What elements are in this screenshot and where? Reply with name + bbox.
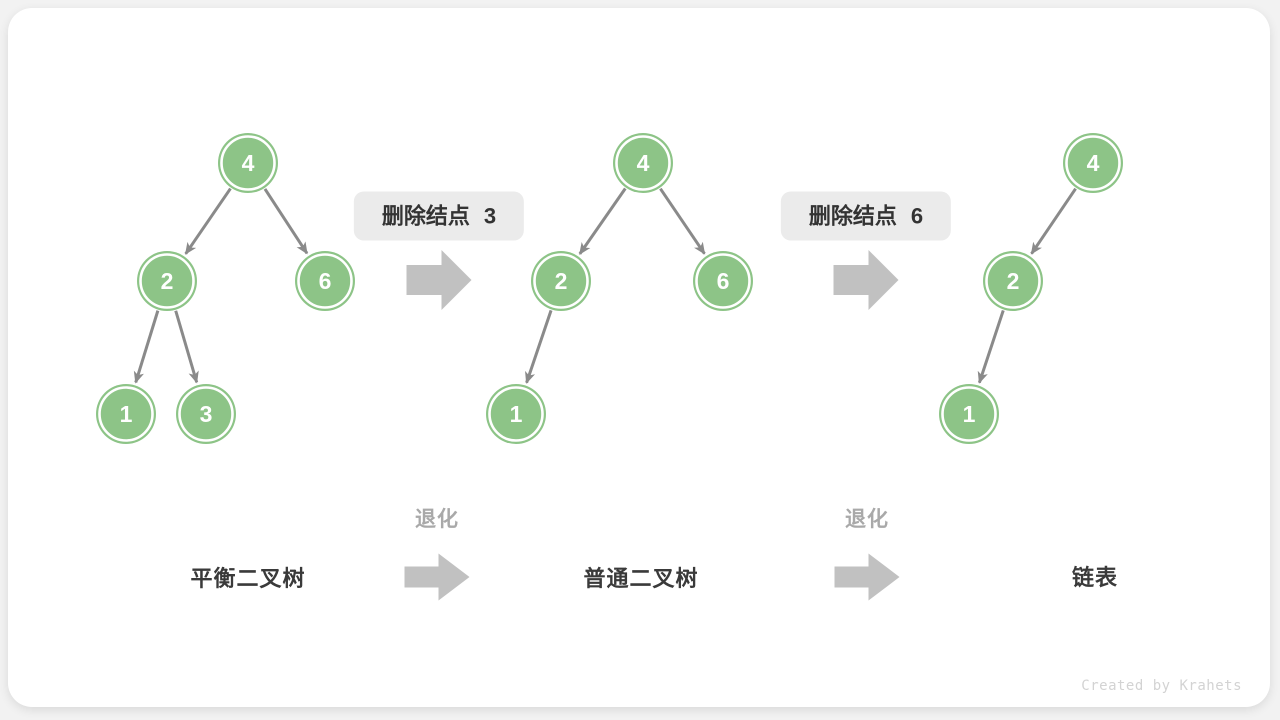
tree-edge-n4-n2 <box>184 187 232 255</box>
node-inner-ring <box>297 253 353 309</box>
tree-balanced-binary-tree: 4 2 6 1 3 <box>96 133 355 444</box>
tree-node-ordinary-binary-tree-2: 2 <box>531 251 591 311</box>
block-arrow-4 <box>834 553 900 601</box>
node-inner-ring <box>615 135 671 191</box>
node-inner-ring <box>98 386 154 442</box>
degrade-label-2: 退化 <box>845 508 889 531</box>
step-label-delete-node-6: 删除结点 6 <box>780 191 952 241</box>
block-arrow-3 <box>404 553 470 601</box>
node-inner-ring <box>488 386 544 442</box>
step-label-delete-node-3: 删除结点 3 <box>353 191 525 241</box>
tree-edge-n4-n2 <box>1030 187 1077 255</box>
node-value: 4 <box>637 150 650 176</box>
caption-linked-list: 链表 <box>1071 565 1119 590</box>
node-value: 4 <box>1087 150 1100 176</box>
node-inner-ring <box>985 253 1041 309</box>
tree-edge-n4-n6 <box>659 187 706 255</box>
tree-edge-n4-n6 <box>263 188 309 255</box>
node-inner-ring <box>533 253 589 309</box>
node-circle <box>137 251 197 311</box>
node-circle <box>613 133 673 193</box>
tree-linked-list: 4 2 1 <box>939 133 1123 444</box>
tree-edge-n2-n3 <box>174 310 199 384</box>
tree-edge-n4-n2 <box>578 187 627 255</box>
tree-edge-n2-n1 <box>133 310 160 384</box>
node-inner-ring <box>1065 135 1121 191</box>
caption-balanced-binary-tree: 平衡二叉树 <box>190 566 306 591</box>
node-value: 4 <box>242 150 255 176</box>
tree-node-linked-list-1: 1 <box>939 384 999 444</box>
watermark-credit: Created by Krahets <box>1081 678 1242 694</box>
tree-node-ordinary-binary-tree-1: 1 <box>486 384 546 444</box>
node-value: 6 <box>319 268 332 294</box>
tree-node-linked-list-4: 4 <box>1063 133 1123 193</box>
node-value: 2 <box>161 268 174 294</box>
tree-node-balanced-binary-tree-3: 3 <box>176 384 236 444</box>
block-arrow-1 <box>406 250 472 310</box>
tree-edge-n2-n1 <box>977 309 1005 384</box>
tree-node-balanced-binary-tree-2: 2 <box>137 251 197 311</box>
node-value: 2 <box>555 268 568 294</box>
tree-ordinary-binary-tree: 4 2 6 1 <box>486 133 753 444</box>
node-value: 6 <box>717 268 730 294</box>
tree-node-ordinary-binary-tree-6: 6 <box>693 251 753 311</box>
node-circle <box>531 251 591 311</box>
block-arrow-2 <box>833 250 899 310</box>
node-circle <box>96 384 156 444</box>
node-value: 1 <box>963 401 976 427</box>
tree-node-ordinary-binary-tree-4: 4 <box>613 133 673 193</box>
node-circle <box>486 384 546 444</box>
node-circle <box>983 251 1043 311</box>
node-circle <box>176 384 236 444</box>
node-value: 1 <box>120 401 133 427</box>
node-inner-ring <box>139 253 195 309</box>
node-value: 1 <box>510 401 523 427</box>
node-inner-ring <box>220 135 276 191</box>
node-circle <box>693 251 753 311</box>
node-value: 2 <box>1007 268 1020 294</box>
node-circle <box>939 384 999 444</box>
tree-node-linked-list-2: 2 <box>983 251 1043 311</box>
diagram-card <box>8 8 1270 707</box>
caption-ordinary-binary-tree: 普通二叉树 <box>583 566 699 591</box>
node-circle <box>295 251 355 311</box>
node-circle <box>218 133 278 193</box>
node-inner-ring <box>178 386 234 442</box>
node-inner-ring <box>941 386 997 442</box>
degrade-label-1: 退化 <box>415 508 459 531</box>
tree-node-balanced-binary-tree-6: 6 <box>295 251 355 311</box>
node-value: 3 <box>200 401 213 427</box>
tree-node-balanced-binary-tree-1: 1 <box>96 384 156 444</box>
tree-edge-n2-n1 <box>525 309 553 384</box>
node-circle <box>1063 133 1123 193</box>
tree-node-balanced-binary-tree-4: 4 <box>218 133 278 193</box>
node-inner-ring <box>695 253 751 309</box>
